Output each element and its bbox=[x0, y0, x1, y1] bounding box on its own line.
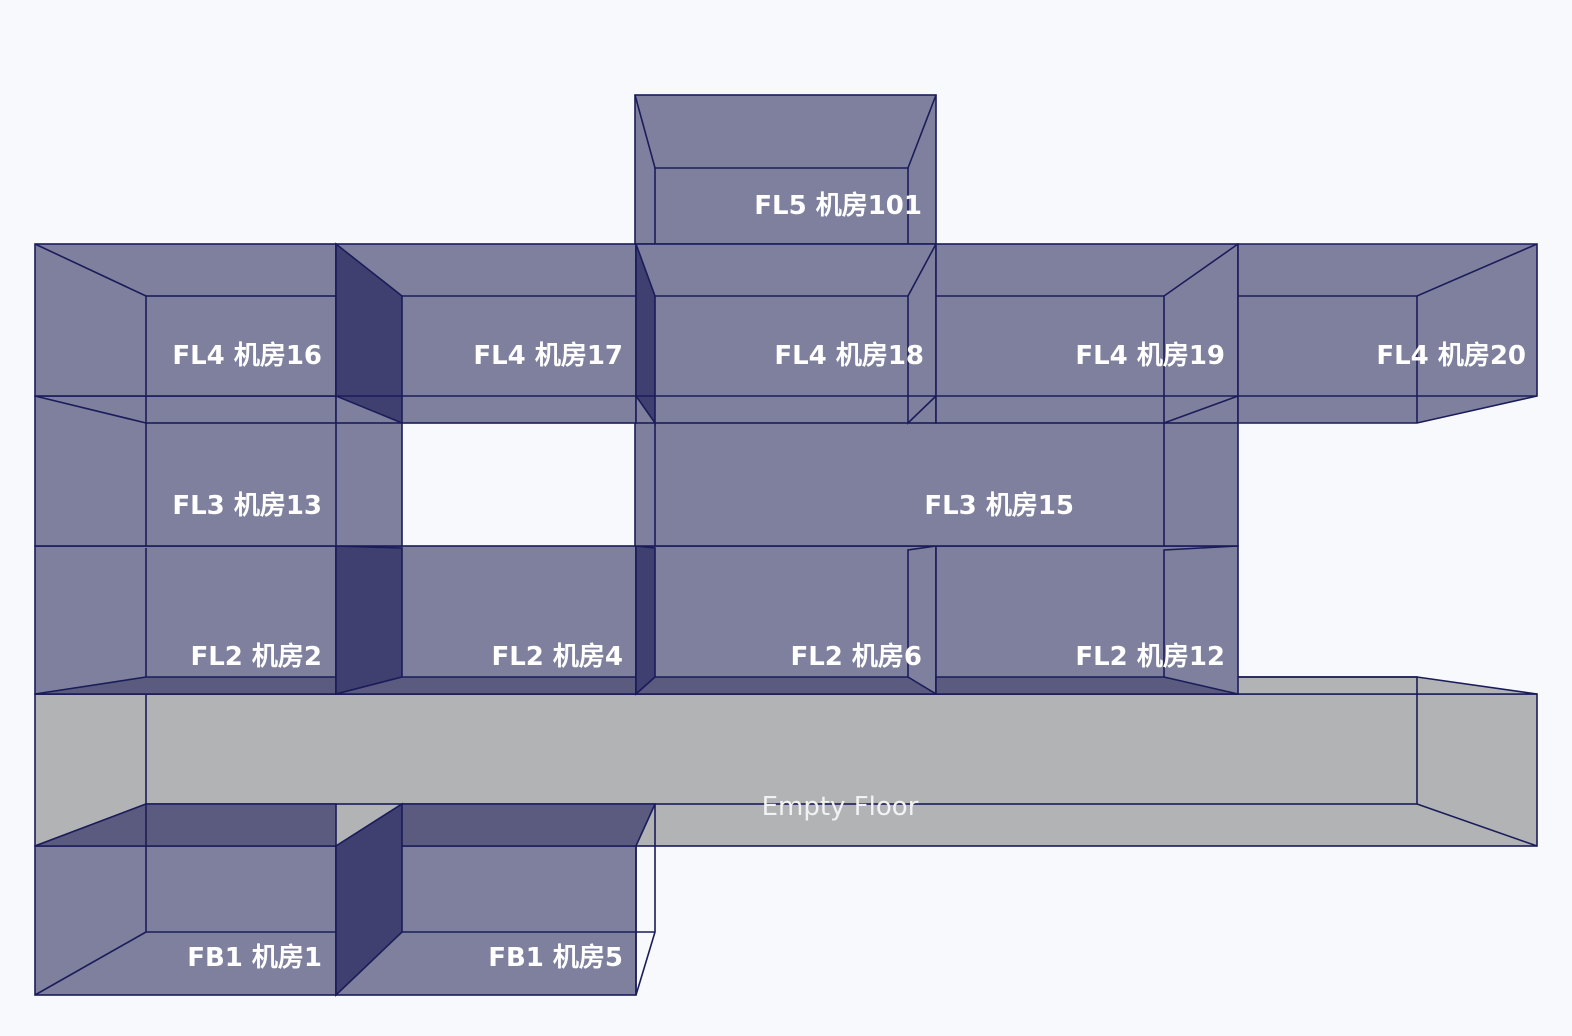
room-fl2-4[interactable] bbox=[335, 545, 637, 696]
label-fb1-5: FB1 机房5 bbox=[488, 943, 623, 973]
label-fl2-6: FL2 机房6 bbox=[790, 642, 922, 672]
room-fl4-18[interactable] bbox=[635, 243, 937, 426]
label-fl4-16: FL4 机房16 bbox=[172, 341, 322, 371]
label-fl5-101: FL5 机房101 bbox=[754, 191, 922, 221]
room-fl4-19[interactable] bbox=[935, 243, 1239, 425]
label-fl2-2: FL2 机房2 bbox=[190, 642, 322, 672]
room-fl2-12[interactable] bbox=[935, 545, 1239, 695]
label-fl2-4: FL2 机房4 bbox=[491, 642, 623, 672]
room-fb1-5[interactable] bbox=[333, 802, 657, 997]
label-fl2-12: FL2 机房12 bbox=[1075, 642, 1225, 672]
label-fl4-17: FL4 机房17 bbox=[473, 341, 623, 371]
room-fl4-17[interactable] bbox=[335, 242, 637, 425]
label-fl4-19: FL4 机房19 bbox=[1075, 341, 1225, 371]
label-fb1-1: FB1 机房1 bbox=[187, 943, 322, 973]
label-fl4-20: FL4 机房20 bbox=[1376, 341, 1526, 371]
room-fl4-20[interactable] bbox=[1237, 243, 1538, 424]
room-fl2-6[interactable] bbox=[633, 545, 939, 696]
label-fl4-18: FL4 机房18 bbox=[774, 341, 924, 371]
label-fl3-15: FL3 机房15 bbox=[924, 491, 1074, 521]
room-fl4-16[interactable] bbox=[34, 243, 337, 424]
label-fl3-13: FL3 机房13 bbox=[172, 491, 322, 521]
room-fl5-101[interactable] bbox=[634, 94, 937, 296]
label-empty-floor: Empty Floor bbox=[762, 792, 919, 822]
